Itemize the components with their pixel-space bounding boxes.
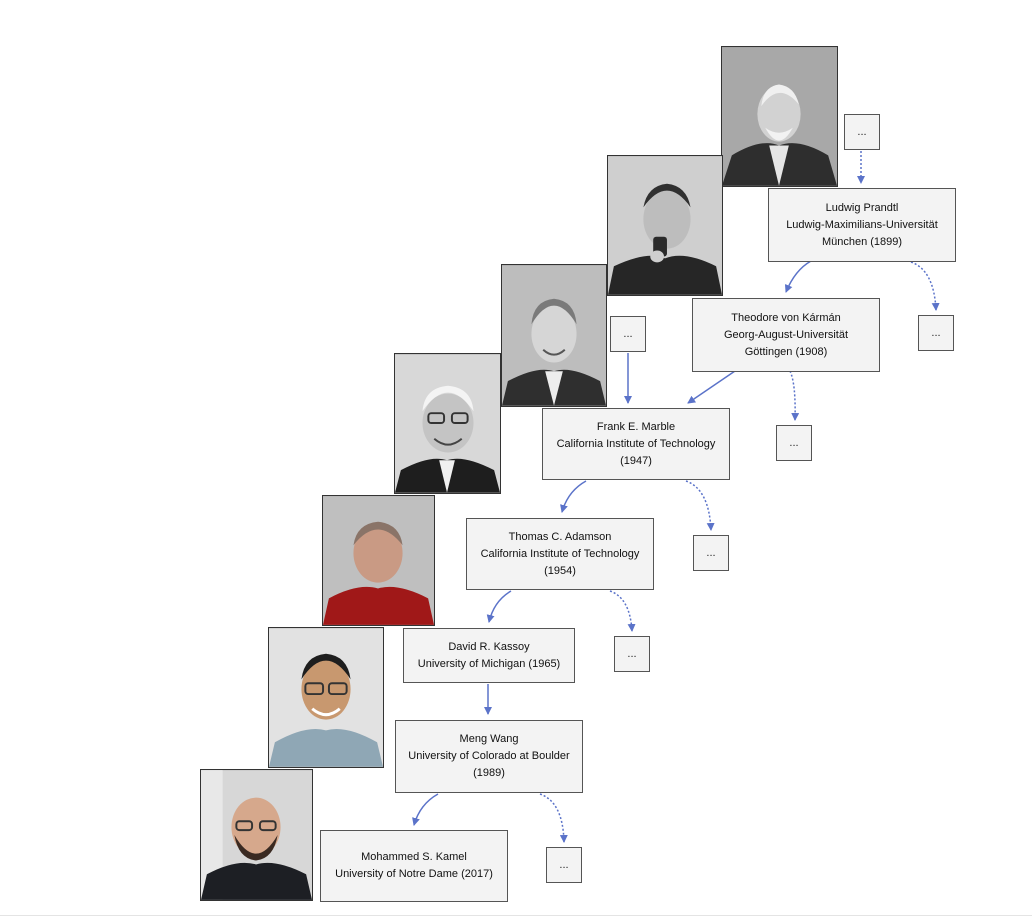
portrait-adamson-image	[395, 354, 500, 493]
person-year: (1954)	[544, 564, 576, 577]
person-name: Theodore von Kármán	[731, 311, 841, 324]
person-name: Meng Wang	[459, 733, 519, 745]
person-year: (1947)	[620, 454, 652, 467]
person-institution: Ludwig-Maximilians-Universität München (…	[786, 218, 938, 248]
portrait-prandtl-image	[722, 47, 837, 186]
person-box-kassoy[interactable]: David R. Kassoy University of Michigan (…	[403, 628, 575, 683]
dotted-arrow-karman-more	[789, 370, 800, 421]
dotted-arrow-wang-more	[539, 793, 568, 843]
person-year: (1965)	[528, 657, 561, 670]
person-institution: Georg-August-Universität Göttingen (1908…	[723, 328, 849, 358]
portrait-kassoy-image	[323, 496, 434, 625]
person-box-wang[interactable]: Meng Wang University of Colorado at Boul…	[395, 720, 583, 793]
person-institution: California Institute of Technology (1947…	[556, 437, 716, 467]
arrow-karman-to-marble	[687, 370, 736, 404]
portrait-wang-image	[269, 628, 383, 767]
dotted-arrow-adamson-more	[609, 590, 636, 632]
more-box-prandtl-students[interactable]: ...	[918, 315, 954, 351]
arrow-wang-to-kamel	[412, 793, 439, 826]
portrait-kamel-image	[201, 770, 312, 900]
dotted-arrow-marble-more	[685, 480, 715, 531]
photo-karman	[607, 155, 723, 296]
person-year: (1989)	[473, 767, 505, 779]
more-box-prandtl-advisor[interactable]: ...	[844, 114, 880, 150]
arrow-prandtl-to-karman	[784, 260, 812, 293]
person-institution: University of Michigan (1965)	[417, 657, 561, 670]
person-box-adamson[interactable]: Thomas C. Adamson California Institute o…	[466, 518, 654, 590]
person-year: (2017)	[461, 868, 493, 880]
person-name: David R. Kassoy	[448, 640, 530, 653]
photo-kamel	[200, 769, 313, 901]
person-year: (1908)	[795, 345, 828, 358]
person-box-kamel[interactable]: Mohammed S. Kamel University of Notre Da…	[320, 830, 508, 902]
person-institution: University of Colorado at Boulder (1989)	[408, 750, 570, 779]
bottom-divider	[0, 915, 1032, 916]
person-name: Frank E. Marble	[596, 420, 676, 433]
person-institution: California Institute of Technology (1954…	[480, 547, 640, 577]
arrow-adamson-to-kassoy	[486, 590, 512, 623]
person-box-prandtl[interactable]: Ludwig Prandtl Ludwig-Maximilians-Univer…	[768, 188, 956, 262]
person-box-karman[interactable]: Theodore von Kármán Georg-August-Univers…	[692, 298, 880, 372]
person-year: (1899)	[870, 235, 903, 248]
more-box-marble-advisor[interactable]: ...	[610, 316, 646, 352]
portrait-marble-image	[502, 265, 606, 406]
photo-wang	[268, 627, 384, 768]
photo-marble	[501, 264, 607, 407]
person-name: Mohammed S. Kamel	[361, 851, 467, 863]
arrow-marble-to-adamson	[560, 480, 587, 513]
more-box-wang-students[interactable]: ...	[546, 847, 582, 883]
photo-adamson	[394, 353, 501, 494]
photo-prandtl	[721, 46, 838, 187]
portrait-karman-image	[608, 156, 722, 295]
person-name: Ludwig Prandtl	[825, 201, 899, 214]
person-institution: University of Notre Dame (2017)	[335, 868, 493, 880]
person-name: Thomas C. Adamson	[508, 530, 612, 543]
more-box-karman-students[interactable]: ...	[776, 425, 812, 461]
person-box-marble[interactable]: Frank E. Marble California Institute of …	[542, 408, 730, 480]
more-box-adamson-students[interactable]: ...	[614, 636, 650, 672]
dotted-arrow-prandtl-more	[910, 261, 940, 311]
more-box-marble-students[interactable]: ...	[693, 535, 729, 571]
photo-kassoy	[322, 495, 435, 626]
